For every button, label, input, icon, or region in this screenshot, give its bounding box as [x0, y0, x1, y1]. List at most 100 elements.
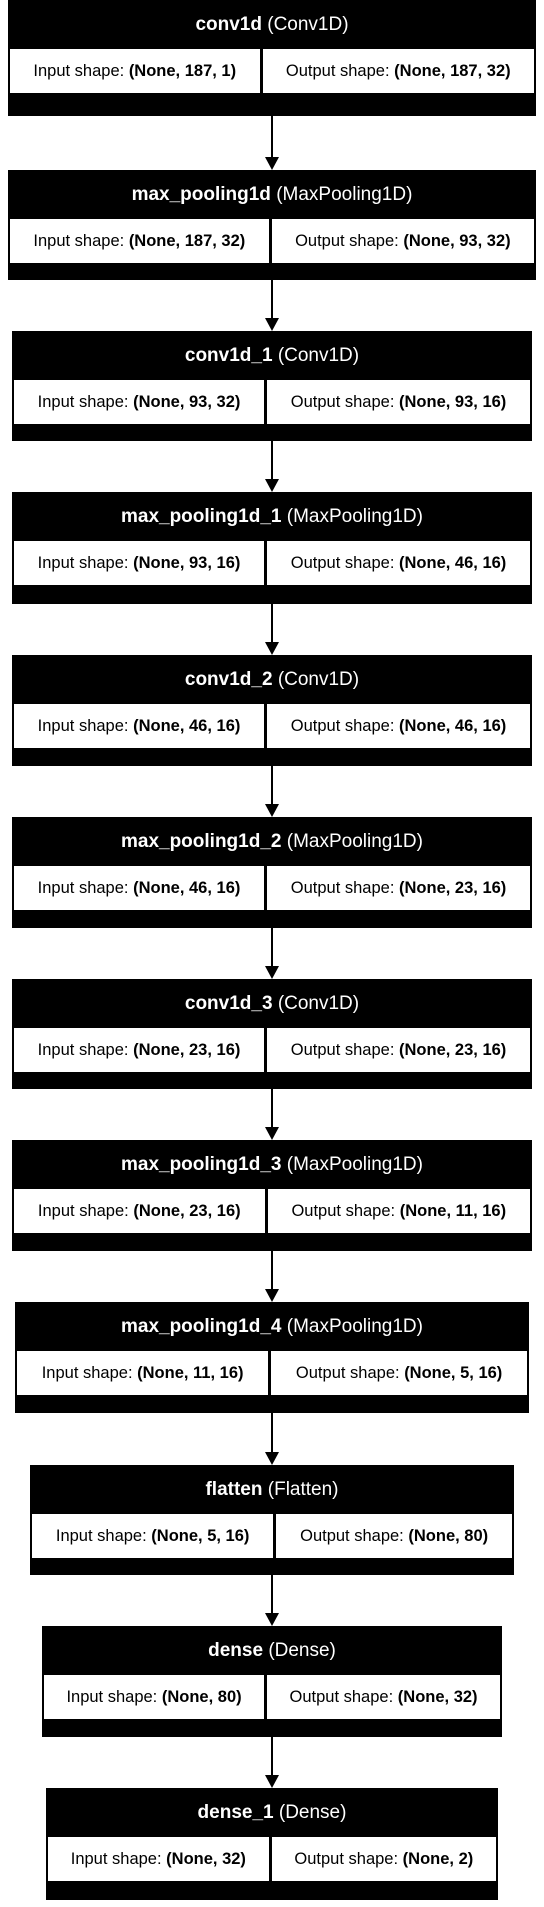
layer-node: max_pooling1d_1 (MaxPooling1D) Input sha… [12, 492, 532, 604]
layer-header: conv1d (Conv1D) [10, 2, 534, 49]
shape-row: Input shape: (None, 23, 16) Output shape… [14, 1189, 531, 1233]
output-shape-label: Output shape: [289, 1687, 394, 1706]
output-shape-label: Output shape: [291, 1201, 396, 1220]
output-shape-value: (None, 93, 32) [403, 231, 511, 250]
flow-arrow [262, 1251, 282, 1302]
layer-header: max_pooling1d_3 (MaxPooling1D) [14, 1142, 530, 1189]
input-shape-cell: Input shape: (None, 11, 16) [17, 1351, 269, 1395]
output-shape-cell: Output shape: (None, 93, 16) [267, 380, 530, 424]
output-shape-value: (None, 23, 16) [399, 878, 507, 897]
input-shape-value: (None, 46, 16) [133, 878, 241, 897]
output-shape-label: Output shape: [290, 1040, 395, 1059]
input-shape-value: (None, 46, 16) [133, 716, 241, 735]
flow-arrow [262, 441, 282, 492]
output-shape-label: Output shape: [285, 61, 390, 80]
input-shape-label: Input shape: [33, 61, 125, 80]
layer-name: max_pooling1d_1 [120, 506, 282, 527]
layer-type: (MaxPooling1D) [286, 831, 423, 852]
input-shape-cell: Input shape: (None, 23, 16) [14, 1028, 265, 1072]
layer-name: flatten [205, 1479, 263, 1500]
layer-header: conv1d_3 (Conv1D) [14, 981, 530, 1028]
input-shape-value: (None, 93, 32) [133, 392, 241, 411]
input-shape-label: Input shape: [37, 392, 129, 411]
shape-row: Input shape: (None, 93, 32) Output shape… [14, 380, 530, 424]
input-shape-value: (None, 5, 16) [151, 1526, 250, 1545]
input-shape-cell: Input shape: (None, 187, 1) [10, 49, 260, 93]
output-shape-label: Output shape: [290, 553, 395, 572]
layer-node: dense (Dense) Input shape: (None, 80) Ou… [42, 1626, 502, 1737]
input-shape-value: (None, 32) [166, 1849, 246, 1868]
output-shape-cell: Output shape: (None, 46, 16) [267, 541, 530, 585]
flow-arrow [262, 604, 282, 655]
input-shape-label: Input shape: [37, 1040, 129, 1059]
layer-header: max_pooling1d_1 (MaxPooling1D) [14, 494, 530, 541]
output-shape-value: (None, 80) [408, 1526, 489, 1545]
layer-type: (Dense) [268, 1640, 336, 1661]
layer-type: (MaxPooling1D) [276, 184, 413, 205]
output-shape-value: (None, 46, 16) [399, 553, 507, 572]
layer-name: conv1d_1 [184, 345, 273, 366]
layer-name: max_pooling1d_3 [120, 1154, 282, 1175]
flow-arrow [262, 280, 282, 331]
output-shape-value: (None, 32) [397, 1687, 478, 1706]
layer-node: max_pooling1d_3 (MaxPooling1D) Input sha… [12, 1140, 532, 1251]
output-shape-value: (None, 93, 16) [399, 392, 507, 411]
input-shape-label: Input shape: [37, 716, 129, 735]
flow-arrow [262, 116, 282, 170]
layer-node: conv1d_1 (Conv1D) Input shape: (None, 93… [12, 331, 532, 441]
input-shape-cell: Input shape: (None, 5, 16) [32, 1514, 274, 1558]
layer-node: max_pooling1d (MaxPooling1D) Input shape… [8, 170, 536, 280]
layer-name: conv1d [195, 14, 262, 35]
output-shape-cell: Output shape: (None, 23, 16) [267, 866, 530, 910]
flow-arrow [262, 766, 282, 817]
output-shape-value: (None, 46, 16) [399, 716, 507, 735]
shape-row: Input shape: (None, 23, 16) Output shape… [14, 1028, 530, 1072]
layer-type: (Dense) [278, 1802, 347, 1823]
layer-type: (Conv1D) [277, 993, 360, 1014]
layer-name: conv1d_2 [184, 669, 273, 690]
layer-type: (Conv1D) [267, 14, 349, 35]
layer-name: max_pooling1d [131, 184, 271, 205]
output-shape-value: (None, 23, 16) [399, 1040, 507, 1059]
layer-node: dense_1 (Dense) Input shape: (None, 32) … [46, 1788, 498, 1900]
layer-header: dense_1 (Dense) [48, 1790, 496, 1837]
output-shape-label: Output shape: [290, 878, 395, 897]
shape-row: Input shape: (None, 11, 16) Output shape… [17, 1351, 528, 1395]
input-shape-value: (None, 187, 1) [128, 61, 237, 80]
output-shape-value: (None, 5, 16) [404, 1363, 503, 1382]
input-shape-cell: Input shape: (None, 46, 16) [14, 866, 265, 910]
input-shape-value: (None, 93, 16) [133, 553, 241, 572]
layer-type: (MaxPooling1D) [286, 1316, 423, 1337]
input-shape-cell: Input shape: (None, 93, 16) [14, 541, 265, 585]
layer-type: (Conv1D) [277, 345, 360, 366]
input-shape-value: (None, 23, 16) [133, 1040, 241, 1059]
input-shape-label: Input shape: [33, 231, 125, 250]
output-shape-label: Output shape: [290, 392, 395, 411]
output-shape-cell: Output shape: (None, 46, 16) [267, 704, 530, 748]
input-shape-value: (None, 80) [161, 1687, 242, 1706]
output-shape-cell: Output shape: (None, 187, 32) [262, 49, 535, 93]
output-shape-label: Output shape: [295, 1363, 400, 1382]
layer-header: max_pooling1d_4 (MaxPooling1D) [17, 1304, 527, 1351]
layer-node: flatten (Flatten) Input shape: (None, 5,… [30, 1465, 514, 1575]
flow-arrow [262, 928, 282, 979]
input-shape-label: Input shape: [66, 1687, 158, 1706]
output-shape-value: (None, 187, 32) [394, 61, 511, 80]
flow-arrow [262, 1575, 282, 1626]
layer-name: max_pooling1d_2 [120, 831, 282, 852]
layer-type: (MaxPooling1D) [286, 1154, 423, 1175]
layer-header: conv1d_2 (Conv1D) [14, 657, 530, 704]
input-shape-cell: Input shape: (None, 93, 32) [14, 380, 265, 424]
shape-row: Input shape: (None, 80) Output shape: (N… [44, 1675, 500, 1719]
layer-type: (MaxPooling1D) [286, 506, 423, 527]
input-shape-value: (None, 187, 32) [128, 231, 246, 250]
output-shape-cell: Output shape: (None, 32) [267, 1675, 500, 1719]
layer-name: max_pooling1d_4 [120, 1316, 282, 1337]
input-shape-cell: Input shape: (None, 32) [48, 1837, 269, 1881]
output-shape-cell: Output shape: (None, 2) [271, 1837, 497, 1881]
input-shape-cell: Input shape: (None, 80) [44, 1675, 265, 1719]
input-shape-label: Input shape: [55, 1526, 147, 1545]
layer-header: max_pooling1d (MaxPooling1D) [10, 172, 534, 219]
input-shape-label: Input shape: [37, 878, 129, 897]
output-shape-label: Output shape: [294, 1849, 399, 1868]
